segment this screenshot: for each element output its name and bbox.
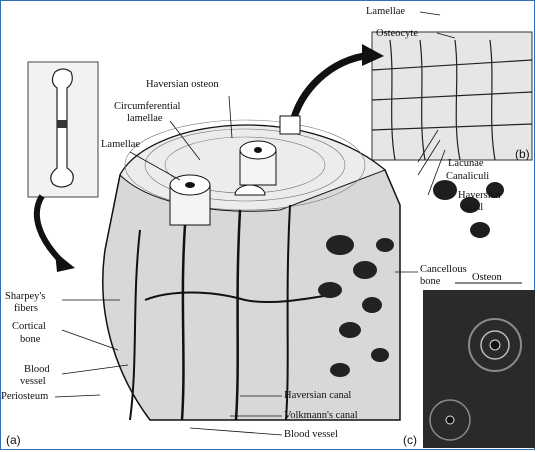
label-haversian-osteon: Haversian osteon [146,79,219,90]
label-osteocyte: Osteocyte [376,28,418,39]
osteocyte-detail-inset [372,32,532,160]
label-lamellae: Lamellae [101,139,140,150]
label-circumferential-lamellae-2: lamellae [127,113,163,124]
label-sharpeys-2: fibers [14,303,38,314]
panel-b-tag: (b) [515,147,530,161]
label-lamellae-b: Lamellae [366,6,405,17]
label-cancellous-1: Cancellous [420,264,467,275]
label-periosteum: Periosteum [1,391,48,402]
label-canaliculi: Canaliculi [446,171,489,182]
label-haversian-canal-b-2: canal [461,202,483,213]
label-blood-vessel: Blood vessel [284,429,338,440]
label-cortical-1: Cortical [12,321,46,332]
panel-a-tag: (a) [6,433,21,447]
long-bone-inset [28,62,98,197]
label-haversian-canal: Haversian canal [284,390,351,401]
label-sharpeys-1: Sharpey's [5,291,45,302]
label-volkmanns-canal: Volkmann's canal [284,410,358,421]
osteon-micrograph [423,283,535,448]
bone-cross-section [103,120,400,420]
label-blood-vessel-2: vessel [20,376,46,387]
panel-c-tag: (c) [403,433,417,447]
label-circumferential-lamellae-1: Circumferential [114,101,180,112]
label-haversian-canal-b-1: Haversian [458,190,501,201]
label-lacunae: Lacunae [448,158,484,169]
label-osteon: Osteon [472,272,502,283]
label-blood-vessel-1: Blood [24,364,50,375]
label-cortical-2: bone [20,334,40,345]
label-cancellous-2: bone [420,276,440,287]
